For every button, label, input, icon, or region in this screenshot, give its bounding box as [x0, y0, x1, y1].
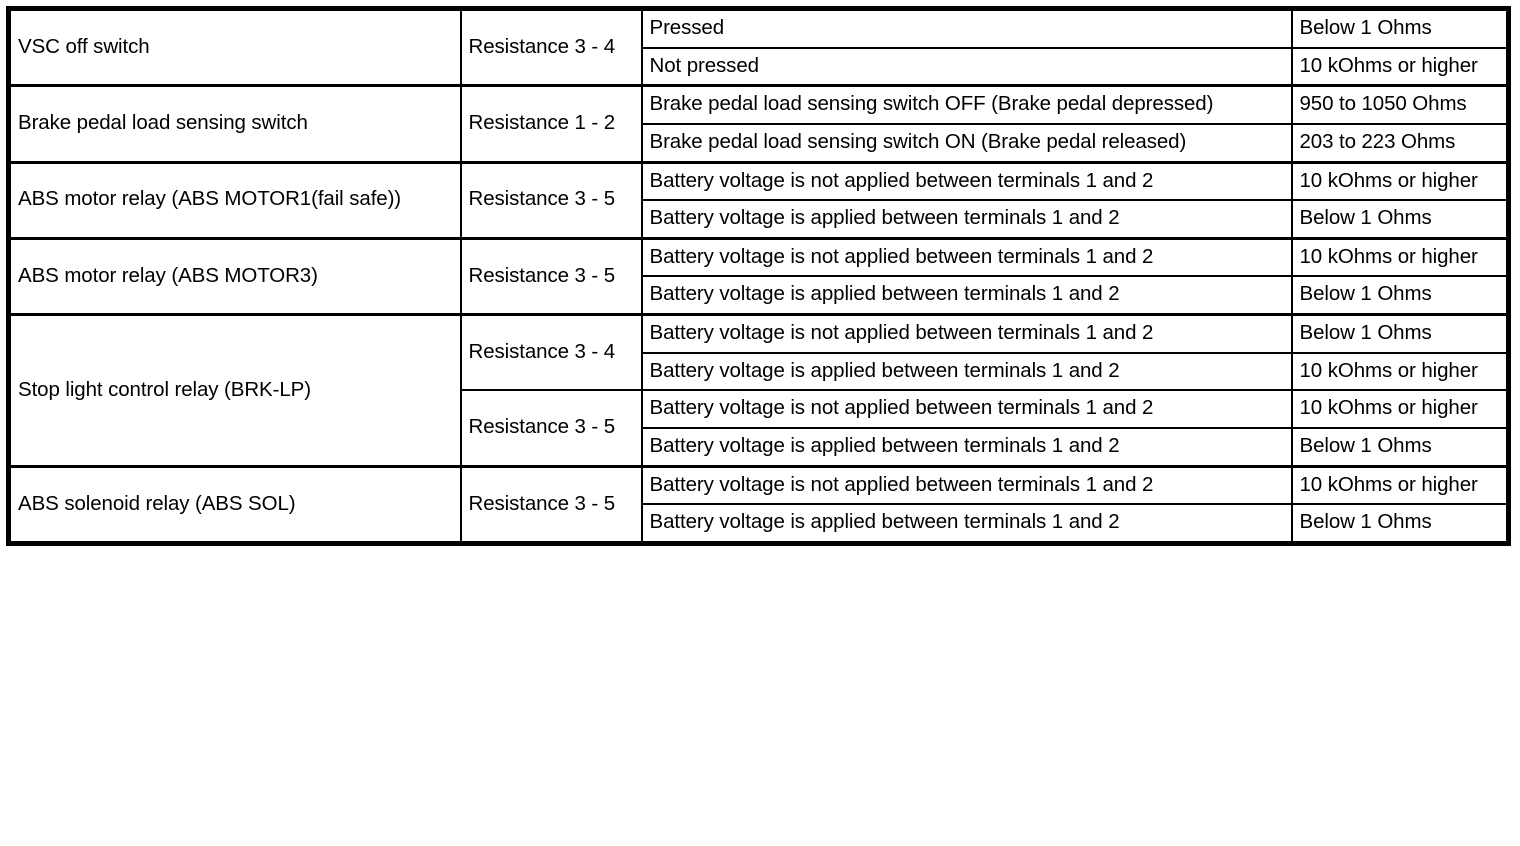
table-row: ABS solenoid relay (ABS SOL) Resistance … [7, 464, 1510, 545]
specified-condition-cell: 10 kOhms or higher [1290, 160, 1510, 202]
table-row: VSC off switch Resistance 3 - 4 Pressed … [7, 6, 1510, 87]
condition-cell: Battery voltage is applied between termi… [640, 503, 1293, 545]
condition-cell: Battery voltage is not applied between t… [640, 389, 1293, 430]
measurement-cell: Resistance 3 - 5 [459, 160, 643, 240]
table-row: Brake pedal load sensing switch ON (Brak… [9, 122, 1510, 164]
specified-condition-cell: 10 kOhms or higher [1290, 389, 1510, 430]
specified-condition-cell: Below 1 Ohms [1290, 199, 1510, 240]
measurement-cell: Resistance 3 - 5 [459, 236, 643, 316]
condition-cell: Battery voltage is not applied between t… [640, 160, 1293, 202]
condition-cell: Brake pedal load sensing switch OFF (Bra… [640, 84, 1293, 125]
specified-condition-cell: Below 1 Ohms [1290, 6, 1510, 49]
specified-condition-cell: 10 kOhms or higher [1290, 46, 1510, 87]
measurement-cell: Resistance 3 - 4 [459, 313, 643, 392]
condition-cell: Battery voltage is applied between termi… [640, 351, 1293, 392]
condition-cell: Pressed [640, 6, 1293, 49]
table-row: Battery voltage is applied between termi… [9, 199, 1510, 240]
measurement-cell: Resistance 1 - 2 [459, 84, 643, 164]
item-name-cell: ABS motor relay (ABS MOTOR3) [7, 236, 462, 316]
condition-cell: Brake pedal load sensing switch ON (Brak… [640, 122, 1293, 164]
table-row: Not pressed 10 kOhms or higher [9, 46, 1510, 87]
table-row: Battery voltage is applied between termi… [9, 503, 1510, 545]
table-row: Battery voltage is applied between termi… [9, 275, 1510, 316]
item-name-cell: Stop light control relay (BRK-LP) [7, 313, 462, 468]
condition-cell: Battery voltage is applied between termi… [640, 275, 1293, 316]
condition-cell: Battery voltage is not applied between t… [640, 313, 1293, 354]
item-name-cell: Brake pedal load sensing switch [7, 84, 462, 164]
table-row: ABS motor relay (ABS MOTOR3) Resistance … [7, 236, 1510, 316]
specified-condition-cell: 10 kOhms or higher [1290, 236, 1510, 278]
condition-cell: Battery voltage is not applied between t… [640, 236, 1293, 278]
specified-condition-cell: 10 kOhms or higher [1290, 351, 1510, 392]
condition-cell: Not pressed [640, 46, 1293, 87]
item-name-cell: ABS solenoid relay (ABS SOL) [7, 464, 462, 545]
table-row: Stop light control relay (BRK-LP) Resist… [7, 313, 1510, 468]
table-row: Resistance 3 - 5 Battery voltage is not … [9, 389, 1510, 468]
specified-condition-cell: 203 to 223 Ohms [1290, 122, 1510, 164]
specified-condition-cell: Below 1 Ohms [1290, 275, 1510, 316]
specified-condition-cell: 950 to 1050 Ohms [1290, 84, 1510, 125]
condition-cell: Battery voltage is applied between termi… [640, 427, 1293, 468]
specified-condition-cell: Below 1 Ohms [1290, 313, 1510, 354]
item-name-cell: ABS motor relay (ABS MOTOR1(fail safe)) [7, 160, 462, 240]
condition-cell: Battery voltage is applied between termi… [640, 199, 1293, 240]
measurement-cell: Resistance 3 - 4 [459, 6, 643, 87]
spec-table-body: VSC off switch Resistance 3 - 4 Pressed … [7, 6, 1510, 545]
table-row: Battery voltage is applied between termi… [9, 427, 1510, 468]
specified-condition-cell: 10 kOhms or higher [1290, 464, 1510, 506]
table-row: Battery voltage is applied between termi… [9, 351, 1510, 392]
table-row: Brake pedal load sensing switch Resistan… [7, 84, 1510, 164]
condition-cell: Battery voltage is not applied between t… [640, 464, 1293, 506]
specified-condition-cell: Below 1 Ohms [1290, 503, 1510, 545]
specified-condition-cell: Below 1 Ohms [1290, 427, 1510, 468]
item-name-cell: VSC off switch [7, 6, 462, 87]
measurement-cell: Resistance 3 - 5 [459, 464, 643, 545]
measurement-cell: Resistance 3 - 5 [459, 389, 643, 468]
inspection-spec-table: VSC off switch Resistance 3 - 4 Pressed … [6, 6, 1511, 546]
table-row: ABS motor relay (ABS MOTOR1(fail safe)) … [7, 160, 1510, 240]
